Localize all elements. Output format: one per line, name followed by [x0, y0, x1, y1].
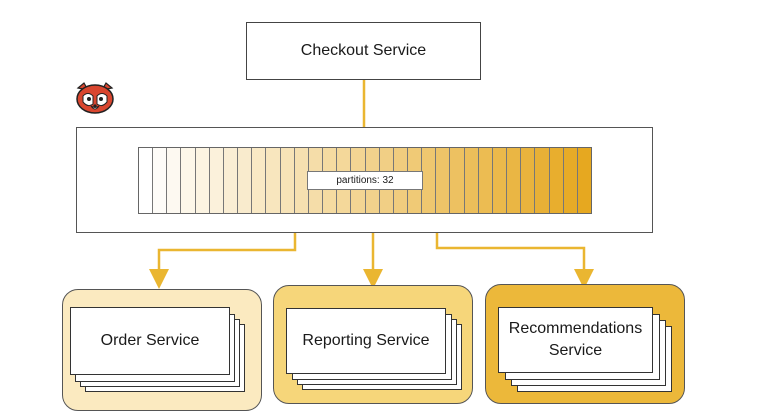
- partition-cell: [252, 148, 267, 213]
- partition-cell: [266, 148, 281, 213]
- partition-strip: [138, 147, 592, 214]
- partitions-label: partitions: 32: [307, 171, 423, 190]
- partition-cell: [238, 148, 253, 213]
- partition-cell: [167, 148, 182, 213]
- partition-cell: [223, 148, 239, 213]
- partition-cell: [507, 148, 522, 213]
- checkout-service-box: Checkout Service: [246, 22, 481, 80]
- partition-cell: [450, 148, 465, 213]
- partition-cell: [209, 148, 224, 213]
- order-service-label: Order Service: [70, 307, 230, 375]
- red-panda-logo-icon: [76, 82, 114, 114]
- partition-cell: [492, 148, 508, 213]
- recommendations-service-label: Recommendations Service: [498, 307, 653, 373]
- partition-cell: [195, 148, 210, 213]
- partition-cell: [181, 148, 196, 213]
- partition-cell: [422, 148, 437, 213]
- partition-cell: [535, 148, 550, 213]
- partition-cell: [280, 148, 295, 213]
- reporting-service-label: Reporting Service: [286, 308, 446, 374]
- partition-cell: [549, 148, 564, 213]
- partition-cell: [521, 148, 536, 213]
- partition-cell: [464, 148, 479, 213]
- recommendations-service-card: Recommendations Service: [485, 284, 685, 404]
- partition-cell: [139, 148, 154, 213]
- checkout-service-label: Checkout Service: [300, 42, 427, 59]
- partition-cell: [577, 148, 591, 213]
- reporting-service-card: Reporting Service: [273, 285, 473, 404]
- order-service-card: Order Service: [62, 289, 262, 411]
- partition-cell: [563, 148, 578, 213]
- partition-cell: [153, 148, 168, 213]
- partition-cell: [436, 148, 451, 213]
- partition-cell: [478, 148, 493, 213]
